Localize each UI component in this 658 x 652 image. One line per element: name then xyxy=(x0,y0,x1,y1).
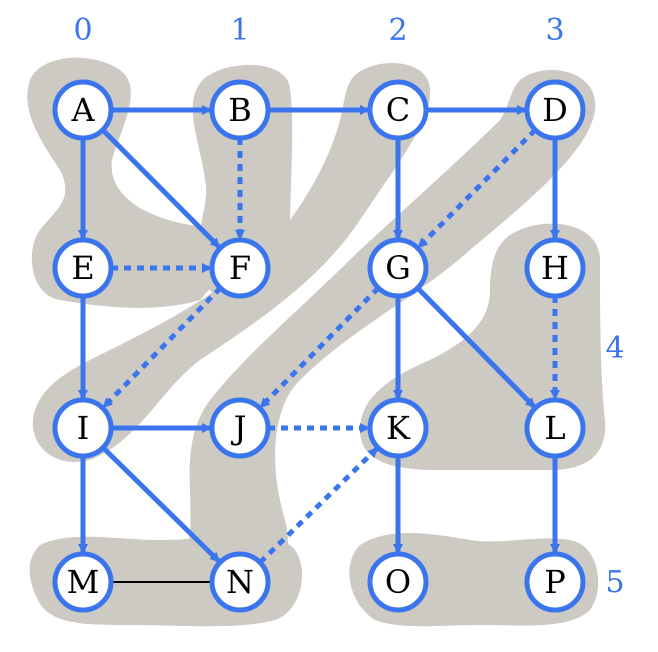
region-2-diag xyxy=(189,70,596,606)
node-i: I xyxy=(52,397,114,459)
side-label-5: 5 xyxy=(605,565,624,600)
node-label-p: P xyxy=(544,563,566,601)
node-circle-m xyxy=(52,551,114,613)
node-label-o: O xyxy=(385,563,411,601)
edge-N-K xyxy=(258,447,379,565)
column-label-1: 1 xyxy=(230,13,249,48)
node-c: C xyxy=(367,79,429,141)
node-e: E xyxy=(52,237,114,299)
edge-G-J xyxy=(259,286,381,409)
node-circle-d xyxy=(524,79,586,141)
node-circle-g xyxy=(367,237,429,299)
node-k: K xyxy=(367,397,429,459)
node-label-a: A xyxy=(70,91,95,129)
node-p: P xyxy=(524,551,586,613)
node-circle-j xyxy=(209,397,271,459)
edge-G-L xyxy=(415,286,536,409)
node-circle-p xyxy=(524,551,586,613)
node-f: F xyxy=(209,237,271,299)
edge-F-I xyxy=(102,286,223,409)
node-label-n: N xyxy=(226,563,254,601)
node-label-i: I xyxy=(77,409,90,447)
node-label-m: M xyxy=(67,563,100,601)
node-a: A xyxy=(52,79,114,141)
node-b: B xyxy=(209,79,271,141)
edge-A-F xyxy=(100,128,221,249)
node-circle-n xyxy=(209,551,271,613)
node-o: O xyxy=(367,551,429,613)
edge-D-G xyxy=(417,128,538,249)
node-circle-e xyxy=(52,237,114,299)
edge-I-N xyxy=(101,445,221,563)
node-label-e: E xyxy=(71,249,94,287)
node-h: H xyxy=(524,237,586,299)
node-j: J xyxy=(209,397,271,459)
node-n: N xyxy=(209,551,271,613)
node-l: L xyxy=(524,397,586,459)
node-d: D xyxy=(524,79,586,141)
node-label-h: H xyxy=(541,249,569,287)
node-label-f: F xyxy=(229,249,251,287)
node-circle-i xyxy=(52,397,114,459)
node-label-g: G xyxy=(385,249,411,287)
node-m: M xyxy=(52,551,114,613)
node-label-j: J xyxy=(231,409,247,447)
node-g: G xyxy=(367,237,429,299)
column-label-2: 2 xyxy=(388,13,407,48)
region-1-diag xyxy=(32,63,431,462)
column-label-0: 0 xyxy=(73,13,92,48)
side-label-4: 4 xyxy=(605,331,624,366)
node-label-l: L xyxy=(544,409,565,447)
node-circle-h xyxy=(524,237,586,299)
node-circle-k xyxy=(367,397,429,459)
edges xyxy=(78,105,560,583)
column-label-3: 3 xyxy=(545,13,564,48)
node-circle-l xyxy=(524,397,586,459)
node-label-d: D xyxy=(542,91,568,129)
node-label-b: B xyxy=(228,91,252,129)
node-circle-o xyxy=(367,551,429,613)
node-label-c: C xyxy=(386,91,410,129)
nodes: A B C D E F G H I J K L M N O P xyxy=(52,79,586,613)
node-circle-f xyxy=(209,237,271,299)
node-circle-b xyxy=(209,79,271,141)
node-label-k: K xyxy=(386,409,411,447)
node-circle-c xyxy=(367,79,429,141)
node-circle-a xyxy=(52,79,114,141)
